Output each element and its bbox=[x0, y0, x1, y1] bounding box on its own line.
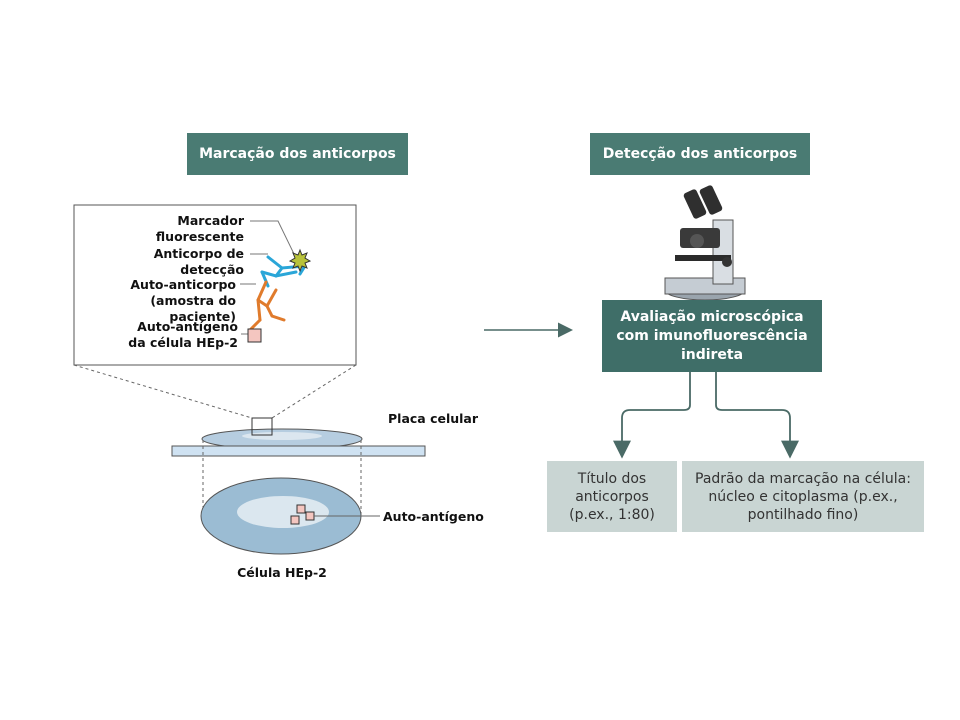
pattern-line2: núcleo e citoplasma (p.ex., bbox=[708, 488, 898, 505]
zoom-dashed-lines bbox=[73, 364, 357, 419]
evaluation-line2: com imunofluorescência bbox=[616, 327, 808, 344]
zoom-inset-box bbox=[73, 204, 357, 366]
label-hep2-cell: Célula HEp-2 bbox=[237, 565, 327, 580]
label-autoantibody-line1: Auto-anticorpo bbox=[130, 277, 236, 292]
fluorescent-marker-icon bbox=[288, 248, 312, 273]
label-autoantigen-cell: Auto-antígeno bbox=[383, 509, 484, 524]
label-autoantigen-line1: Auto-antígeno bbox=[137, 319, 238, 334]
evaluation-line1: Avaliação microscópica bbox=[620, 308, 804, 325]
evaluation-line3: indireta bbox=[680, 346, 744, 363]
label-fluorescent-marker: Marcador fluorescente bbox=[155, 213, 244, 244]
titer-line2: anticorpos bbox=[575, 488, 649, 505]
label-detection-antibody: Anticorpo de detecção bbox=[153, 246, 244, 277]
titer-line3: (p.ex., 1:80) bbox=[569, 506, 655, 523]
label-autoantigen-line2: da célula HEp-2 bbox=[128, 335, 238, 350]
pattern-box: Padrão da marcação na célula: núcleo e c… bbox=[682, 461, 924, 532]
inset-leader-lines bbox=[240, 220, 296, 335]
evaluation-box: Avaliação microscópica com imunofluoresc… bbox=[602, 300, 822, 372]
cell-dashed-lines bbox=[202, 440, 362, 517]
left-header: Marcação dos anticorpos bbox=[187, 133, 408, 175]
branch-arrows bbox=[613, 371, 799, 459]
label-autoantibody: Auto-anticorpo (amostra do paciente) bbox=[88, 277, 236, 325]
microscope-icon bbox=[664, 185, 746, 301]
right-header: Detecção dos anticorpos bbox=[590, 133, 810, 175]
autoantigen-square-icon bbox=[247, 328, 262, 343]
autoantibody-icon bbox=[248, 280, 286, 332]
titer-box: Título dos anticorpos (p.ex., 1:80) bbox=[547, 461, 677, 532]
label-autoantigen: Auto-antígeno da célula HEp-2 bbox=[98, 319, 238, 351]
hep2-cell bbox=[200, 477, 380, 555]
label-cell-plate: Placa celular bbox=[388, 411, 479, 426]
cell-plate bbox=[171, 417, 426, 457]
titer-line1: Título dos bbox=[577, 470, 647, 487]
label-autoantibody-line2: (amostra do paciente) bbox=[150, 293, 236, 324]
pattern-line1: Padrão da marcação na célula: bbox=[695, 470, 911, 487]
pattern-line3: pontilhado fino) bbox=[747, 506, 859, 523]
